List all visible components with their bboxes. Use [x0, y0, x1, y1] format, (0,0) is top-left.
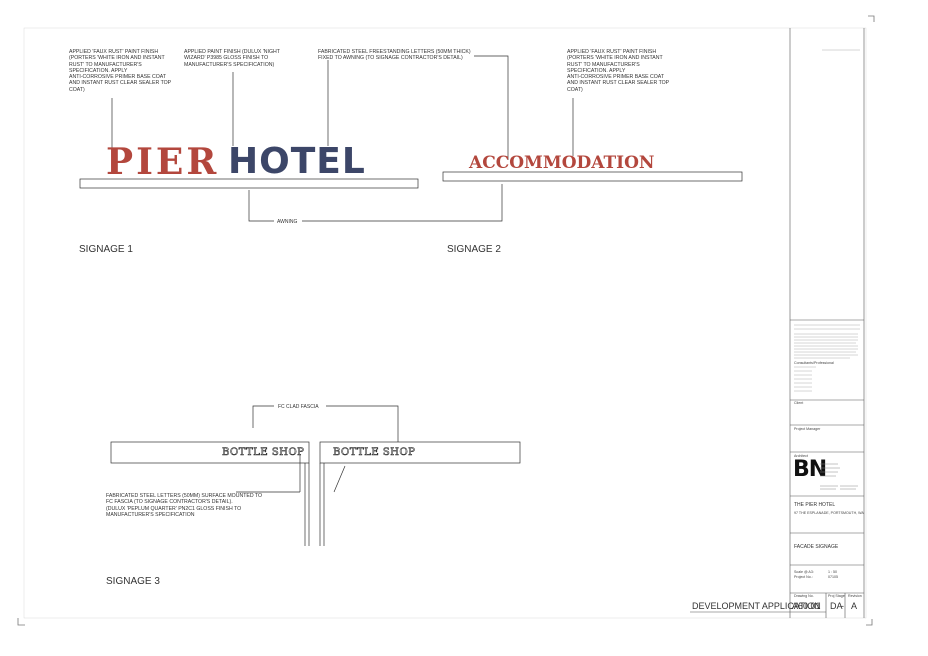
note-faux-rust-1: APPLIED 'FAUX RUST' PAINT FINISH (PORTER… — [69, 49, 172, 93]
architect-label: Architect — [794, 454, 808, 458]
note-paint-finish: APPLIED PAINT FINISH (DULUX 'NIGHT WIZAR… — [184, 49, 280, 68]
scale-label: Scale @ A3: — [794, 570, 814, 574]
architect-logo: BN — [793, 457, 827, 482]
signage-1-label: SIGNAGE 1 — [79, 244, 133, 255]
revision-label: Revision — [848, 594, 862, 598]
stage-revision-dash: - — [841, 601, 844, 611]
awning-label: AWNING — [277, 219, 298, 225]
drawing-number: A60.01 — [792, 601, 821, 611]
project-no-label: Project No.: — [794, 575, 813, 579]
project-name: THE PIER HOTEL — [794, 502, 836, 508]
stage-label: Proj Stage — [828, 594, 845, 598]
sign-text-bottle-shop-1: BOTTLE SHOP — [222, 447, 305, 459]
stage-value: DA — [830, 601, 843, 611]
sign-text-hotel: HOTEL — [228, 141, 366, 182]
project-manager-label: Project Manager — [794, 427, 821, 431]
fc-clad-fascia-label: FC CLAD FASCIA — [278, 404, 319, 410]
logo-fineprint — [820, 463, 858, 490]
project-address: 97 THE ESPLANADE, PORTSMOUTH, WA — [794, 511, 864, 515]
signage-2-label: SIGNAGE 2 — [447, 244, 501, 255]
note-faux-rust-2: APPLIED 'FAUX RUST' PAINT FINISH (PORTER… — [567, 49, 670, 93]
development-application-label: DEVELOPMENT APPLICATION — [692, 601, 821, 611]
revision-value: A — [851, 601, 858, 611]
sign-text-bottle-shop-2: BOTTLE SHOP — [333, 447, 416, 459]
sign-text-pier: PIER — [106, 141, 220, 183]
scale-value: 1 : 50 — [828, 570, 837, 574]
consultants-label: Consultants/Professional — [794, 361, 834, 365]
signage-3-label: SIGNAGE 3 — [106, 576, 160, 587]
client-label: Client — [794, 401, 804, 405]
sign-text-accommodation: ACCOMMODATION — [469, 153, 655, 173]
note-fabricated-letters: FABRICATED STEEL FREESTANDING LETTERS (5… — [318, 49, 471, 62]
drawing-no-label: Drawing No. — [794, 594, 814, 598]
note-bottle-shop-letters: FABRICATED STEEL LETTERS (50mm) SURFACE … — [106, 493, 263, 518]
project-no-value: 07105 — [828, 575, 838, 579]
drawing-title: FACADE SIGNAGE — [794, 544, 839, 550]
